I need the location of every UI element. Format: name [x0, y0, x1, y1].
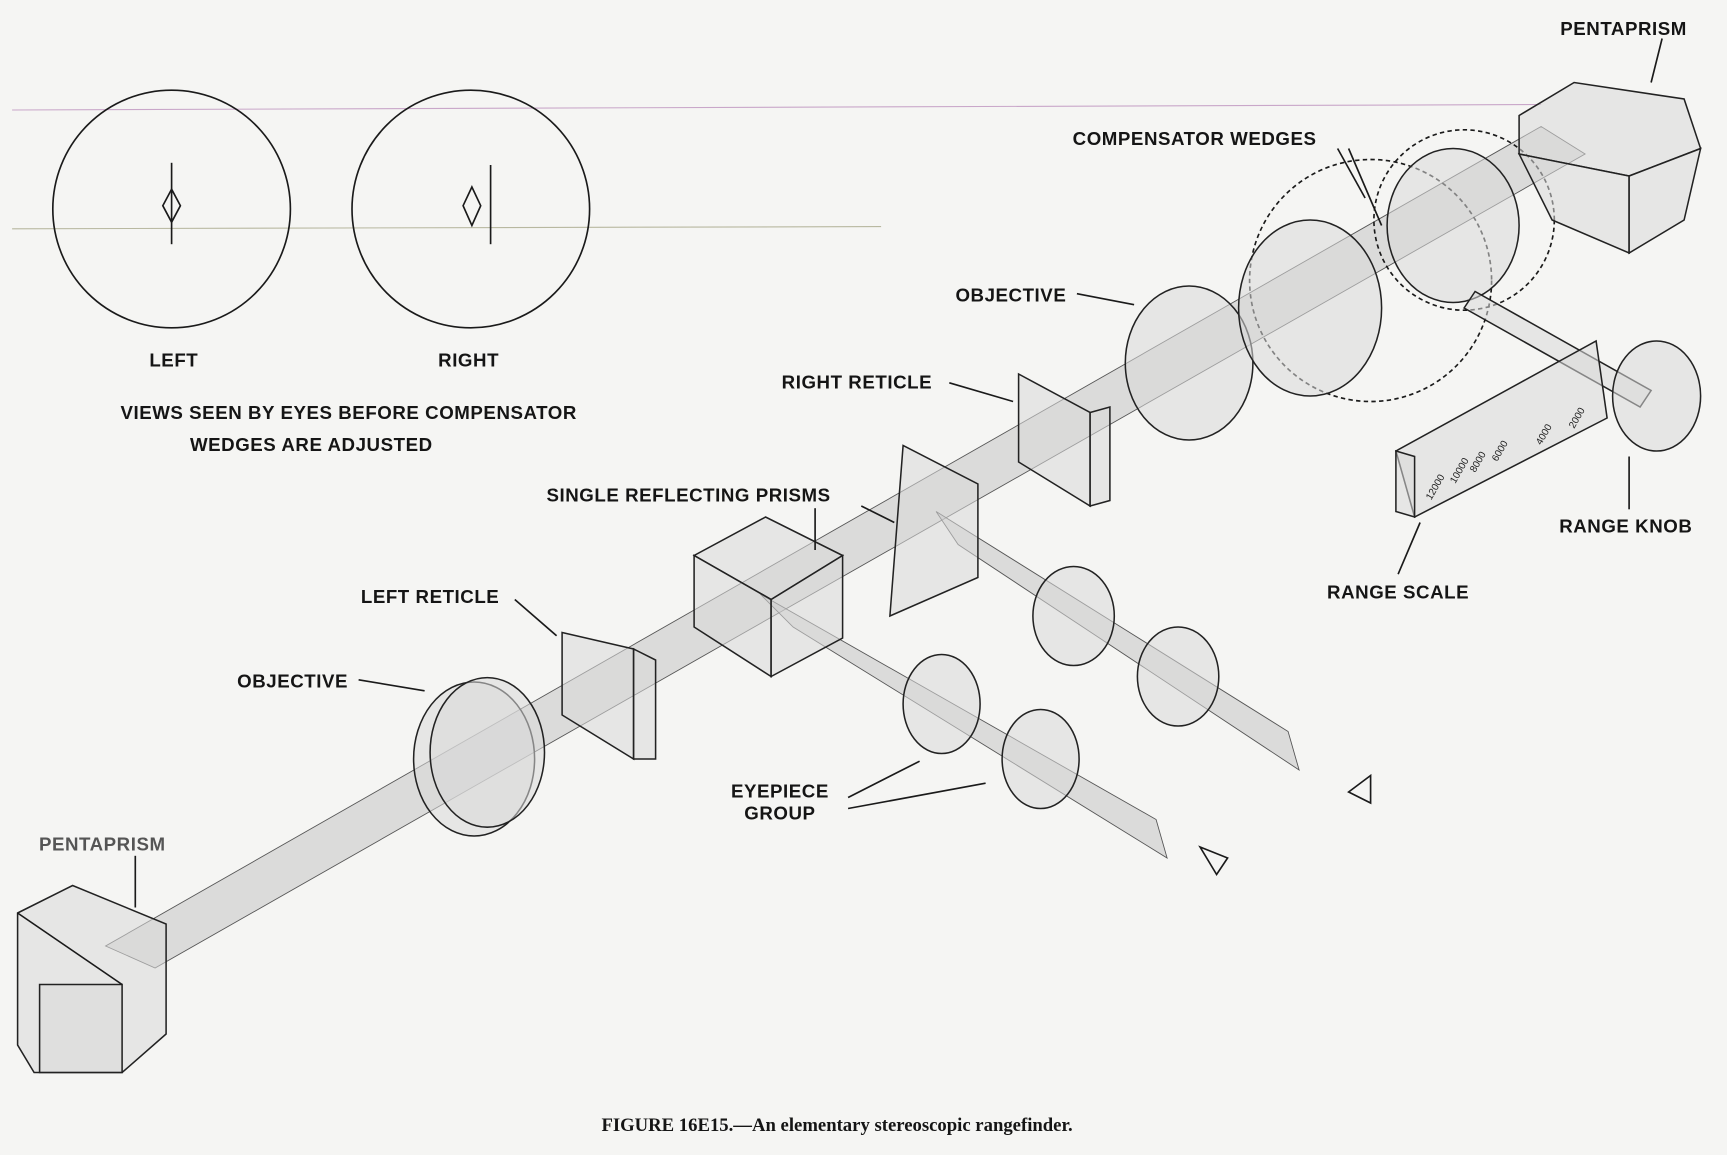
left-eyepiece-lens-2: [1001, 708, 1080, 810]
compensator-wedges: [1237, 128, 1556, 403]
left-objective-lens: [412, 676, 546, 837]
label-compensator-wedges: COMPENSATOR WEDGES: [1073, 128, 1317, 149]
right-reticle: [1017, 372, 1111, 508]
left-eye-view: [51, 89, 292, 329]
label-eyepiece-group-line2: GROUP: [744, 802, 815, 823]
right-view-label: RIGHT: [438, 349, 499, 370]
figure-caption: FIGURE 16E15.—An elementary stereoscopic…: [601, 1115, 1072, 1136]
label-pentaprism-left: PENTAPRISM: [39, 833, 166, 854]
left-pentaprism: [16, 884, 167, 1074]
left-reticle: [561, 631, 657, 761]
label-single-reflecting-prisms: SINGLE REFLECTING PRISMS: [547, 485, 831, 506]
label-left-reticle: LEFT RETICLE: [361, 586, 499, 607]
label-range-scale: RANGE SCALE: [1327, 581, 1469, 602]
range-knob[interactable]: [1611, 340, 1702, 452]
label-right-reticle: RIGHT RETICLE: [782, 371, 932, 392]
views-note-line2: WEDGES ARE ADJUSTED: [190, 434, 433, 455]
left-reflecting-prism: [692, 516, 845, 678]
label-eyepiece-group-line1: EYEPIECE: [731, 780, 829, 801]
right-eye-icon: [1347, 773, 1372, 805]
scan-line: [12, 226, 882, 230]
left-view-label: LEFT: [149, 349, 198, 370]
left-eyepiece-lens-1: [902, 653, 981, 755]
left-eye-icon: [1198, 845, 1229, 877]
right-reflecting-prism: [889, 444, 979, 618]
label-objective-right: OBJECTIVE: [955, 284, 1066, 305]
right-eye-view: [351, 89, 591, 329]
label-range-knob: RANGE KNOB: [1559, 515, 1692, 536]
label-pentaprism-right: PENTAPRISM: [1560, 18, 1687, 39]
views-note-line1: VIEWS SEEN BY EYES BEFORE COMPENSATOR: [120, 402, 576, 423]
right-eyepiece-lens-1: [1032, 565, 1116, 667]
right-pentaprism: [1517, 81, 1702, 255]
right-objective-lens: [1124, 285, 1254, 441]
scan-line: [12, 103, 1542, 111]
right-eyepiece-lens-2: [1136, 626, 1220, 727]
label-objective-left: OBJECTIVE: [237, 670, 348, 691]
range-scale: 12000 10000 8000 6000 4000 2000: [1394, 339, 1608, 519]
leader-lines: [134, 38, 1663, 908]
